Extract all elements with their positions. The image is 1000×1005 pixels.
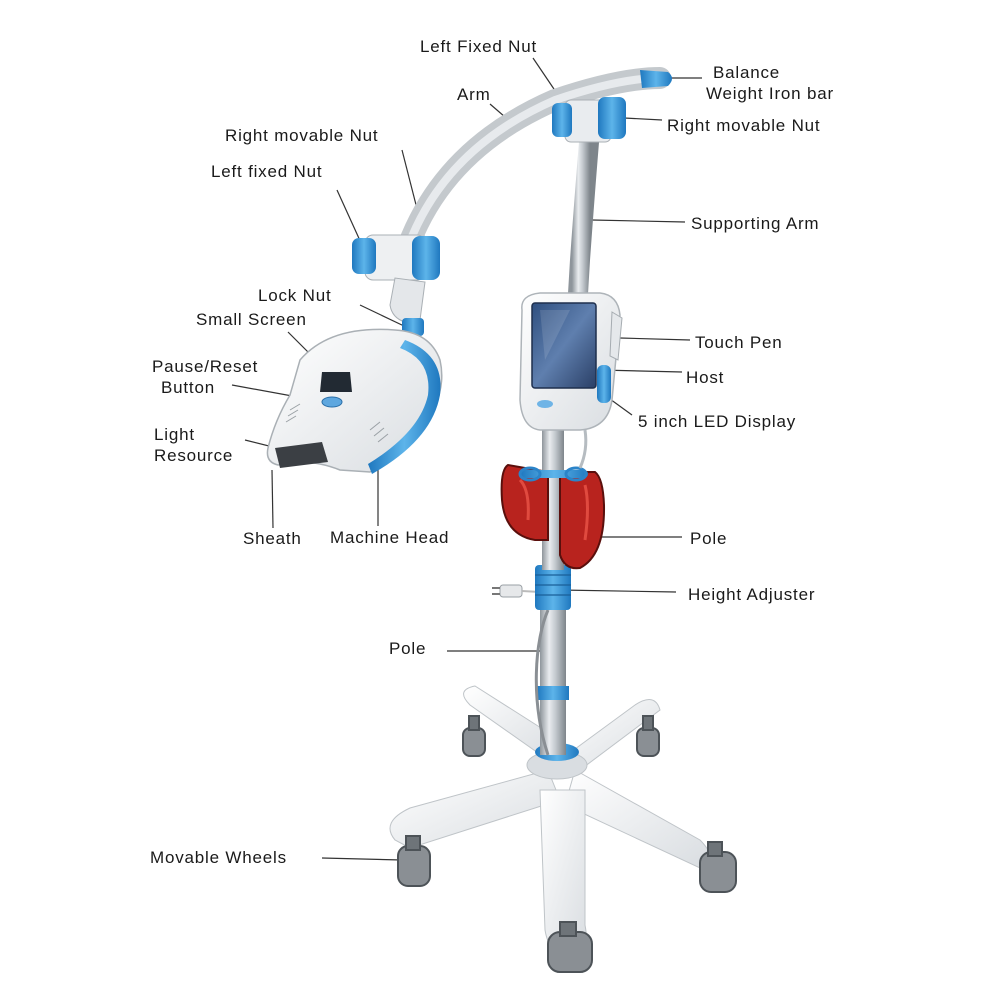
- label-balance-line1: Balance: [713, 63, 781, 82]
- label-pause-reset-line1: Pause/Reset: [152, 357, 259, 376]
- leader-lock-nut: [359, 304, 405, 327]
- small-screen: [320, 372, 352, 392]
- right-movable-nut-head: [412, 236, 440, 280]
- host-button: [537, 400, 553, 408]
- goggle-holder: [500, 463, 606, 570]
- base-leg-rear-right: [559, 699, 661, 771]
- host-unit: [519, 292, 623, 469]
- star-base: [389, 685, 711, 957]
- lower-pole-blue-ring: [537, 686, 569, 700]
- lower-pole: [540, 600, 566, 755]
- pause-reset-button: [321, 396, 343, 408]
- light-resource-opening: [275, 442, 328, 468]
- left-fixed-nut-top: [552, 103, 572, 137]
- label-light-resource-line2: Resource: [154, 446, 234, 465]
- label-left-fixed-nut-left: Left fixed Nut: [211, 162, 323, 181]
- label-pause-reset-button: Pause/Reset Button: [152, 356, 258, 398]
- label-movable-wheels: Movable Wheels: [150, 848, 287, 867]
- leader-height-adjuster: [559, 589, 677, 593]
- label-balance-weight-iron-bar: Balance Weight Iron bar: [706, 62, 834, 104]
- wheel-front: [547, 921, 593, 973]
- label-touch-pen: Touch Pen: [695, 333, 783, 352]
- goggle-right: [559, 471, 606, 570]
- label-host: Host: [686, 368, 725, 387]
- supporting-arm: [562, 120, 600, 405]
- host-side-blue-clip: [597, 365, 611, 403]
- balance-weight-tip: [640, 70, 672, 88]
- height-adjuster-body: [535, 565, 571, 610]
- label-small-screen: Small Screen: [196, 310, 307, 329]
- leader-supporting-arm: [591, 219, 686, 223]
- label-light-resource: Light Resource: [154, 424, 233, 466]
- label-pole-lower: Pole: [389, 639, 427, 658]
- head-joint: [352, 234, 440, 336]
- power-plug: [492, 584, 541, 598]
- wheel-front-left: [397, 835, 431, 887]
- machine-head-blue-trim: [368, 340, 441, 474]
- base-leg-front-right: [564, 769, 711, 869]
- label-right-movable-nut-left: Right movable Nut: [225, 126, 379, 145]
- led-display-screen: [531, 302, 597, 389]
- leader-left-fixed-nut-left: [336, 189, 363, 246]
- leader-movable-wheels: [321, 857, 403, 861]
- leader-right-movable-nut-top: [623, 117, 663, 121]
- power-cable: [534, 609, 550, 756]
- right-movable-nut-top: [598, 97, 626, 139]
- machine-head: [266, 328, 443, 474]
- touch-pen: [609, 311, 623, 361]
- leader-touch-pen: [619, 337, 691, 341]
- label-left-fixed-nut-top: Left Fixed Nut: [420, 37, 538, 56]
- label-right-movable-nut-top: Right movable Nut: [667, 116, 821, 135]
- label-balance-line2: Weight Iron bar: [706, 84, 834, 103]
- label-pole-upper: Pole: [690, 529, 728, 548]
- goggle-left: [500, 463, 549, 541]
- wheel-front-right: [699, 841, 737, 893]
- label-supporting-arm: Supporting Arm: [691, 214, 820, 233]
- label-pause-reset-line2: Button: [161, 378, 215, 397]
- base-leg-rear-left: [463, 685, 561, 761]
- top-joint: [552, 97, 626, 143]
- left-fixed-nut-head: [352, 238, 376, 274]
- wheel-rear-left: [462, 715, 486, 757]
- goggle-holder-bracket: [520, 470, 588, 478]
- wheels: [397, 715, 737, 973]
- host-cable: [578, 429, 588, 469]
- label-sheath: Sheath: [243, 529, 302, 548]
- label-height-adjuster: Height Adjuster: [688, 585, 816, 604]
- wheel-rear-right: [636, 715, 660, 757]
- label-led-display: 5 inch LED Display: [638, 412, 797, 431]
- label-arm: Arm: [457, 85, 491, 104]
- label-light-resource-line1: Light: [154, 425, 195, 444]
- leader-sheath: [271, 469, 274, 529]
- label-lock-nut: Lock Nut: [258, 286, 332, 305]
- label-machine-head: Machine Head: [330, 528, 450, 547]
